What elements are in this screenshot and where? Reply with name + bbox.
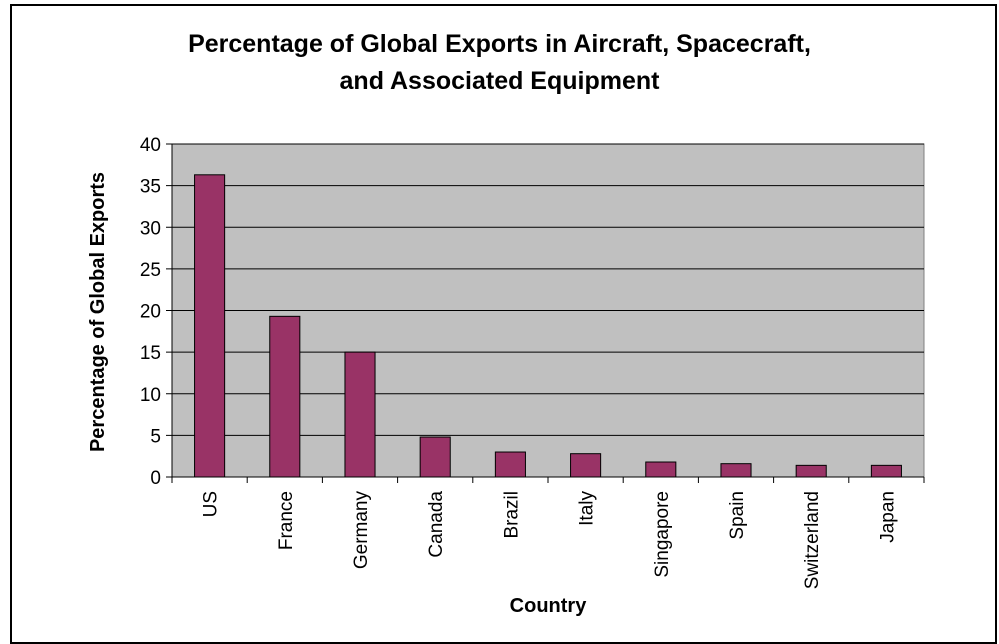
x-tick-label: Spain (727, 491, 748, 540)
bar-us (194, 174, 226, 478)
y-tick-label: 30 (140, 218, 161, 239)
y-tick-label: 25 (140, 260, 161, 281)
x-tick-label: US (201, 491, 222, 517)
y-tick-label: 5 (150, 426, 161, 447)
bar-france (269, 315, 301, 478)
y-axis-title: Percentage of Global Exports (87, 172, 109, 452)
x-tick-label: France (276, 491, 297, 550)
x-tick-label: Canada (426, 491, 447, 558)
y-tick-label: 40 (140, 135, 161, 156)
x-tick-label: Germany (351, 491, 372, 570)
bar-switzerland (795, 464, 827, 478)
x-tick-label: Switzerland (802, 491, 823, 589)
y-tick-label: 15 (140, 343, 161, 364)
bar-brazil (494, 451, 526, 478)
x-axis-title: Country (510, 595, 588, 617)
bar-germany (344, 351, 376, 478)
x-tick-label: Brazil (501, 491, 522, 539)
bar-japan (870, 464, 902, 478)
bar-singapore (645, 461, 677, 478)
y-tick-label: 35 (140, 177, 161, 198)
x-tick-label: Singapore (652, 491, 673, 578)
x-tick-label: Italy (577, 491, 598, 526)
y-tick-label: 10 (140, 385, 161, 406)
y-tick-label: 20 (140, 302, 161, 323)
bar-italy (570, 453, 602, 478)
x-tick-label: Japan (877, 491, 898, 543)
bar-spain (720, 463, 752, 478)
chart-title: Percentage of Global Exports in Aircraft… (188, 30, 811, 95)
bar-canada (419, 436, 451, 478)
y-tick-label: 0 (150, 468, 161, 489)
